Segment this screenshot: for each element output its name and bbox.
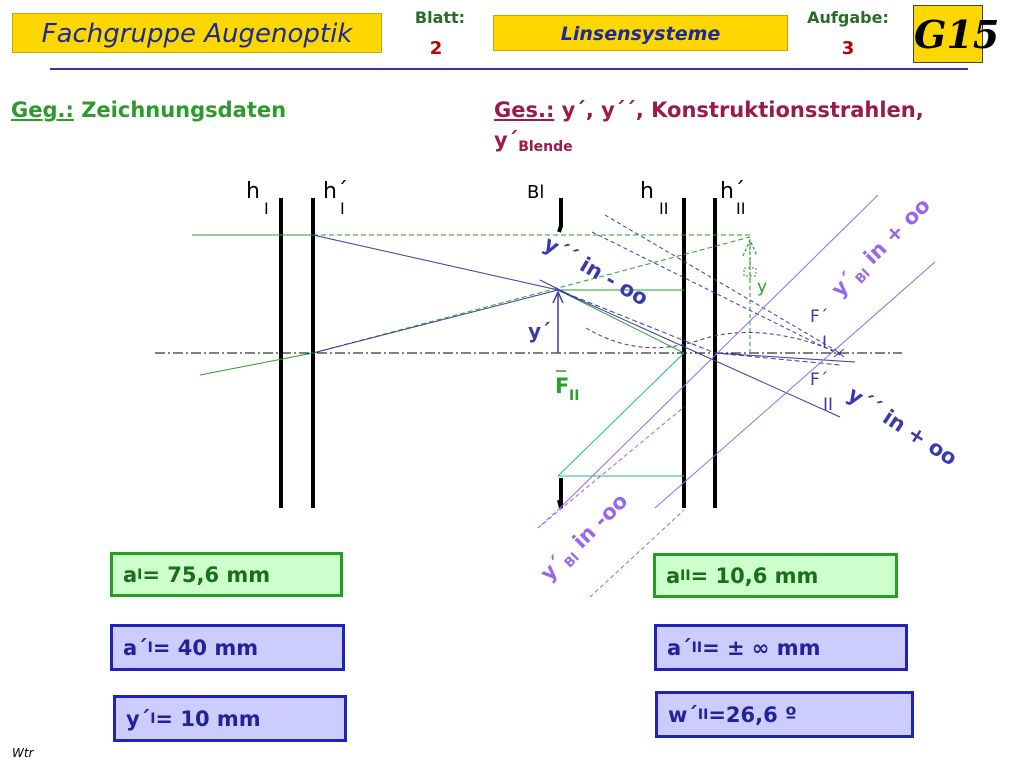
label-f-ii-prime: F´ [810,370,828,390]
label-yp-bl-in-minus: y´Bl in -oo [536,489,636,589]
aufgabe-label: Aufgabe: [807,8,889,27]
given-text: Zeichnungsdaten [81,98,287,122]
svg-text:y´Bl in + oo: y´Bl in + oo [827,193,938,304]
aufgabe-value: 3 [841,38,855,59]
blatt-value: 2 [429,38,443,59]
header-rule [50,68,968,70]
label-h-ii-prime: h´ [720,179,745,204]
sought-text: y´, y´´, Konstruktionsstrahlen, [561,98,924,122]
label-ypp-in-plus: y´´ in + oo [843,382,961,470]
label-blende: Bl [527,182,544,203]
svg-text:II: II [823,395,833,415]
box-a-i-prime: a´I = 40 mm [110,624,345,671]
aperture-top [557,198,563,233]
label-yp-bl-in-plus: y´Bl in + oo [827,193,938,304]
svg-text:y´Bl in -oo: y´Bl in -oo [536,489,636,589]
svg-text:I: I [340,199,345,218]
svg-text:I: I [822,333,827,353]
given-section: Geg.: Zeichnungsdaten [11,98,286,122]
sought-section: Ges.: y´, y´´, Konstruktionsstrahlen, y´… [494,95,924,162]
label-h-ii: h [640,179,654,204]
label-y: y [757,277,767,297]
label-h-i-prime: h´ [323,179,348,204]
svg-text:II: II [569,388,579,404]
svg-text:II: II [659,199,668,218]
label-h-i: h [246,179,260,204]
label-y-prime: y´ [528,319,551,343]
given-label: Geg.: [11,98,74,122]
label-f-i-prime: F´ [810,307,828,327]
label-ypp-in-minus: y´´ in - oo [540,232,653,311]
author-initials: Wtr [12,746,34,760]
subject-title: Linsensysteme [493,15,788,51]
svg-text:I: I [264,199,269,218]
svg-text:II: II [736,199,745,218]
box-y-i-prime: y´I = 10 mm [113,695,347,742]
app-title: Fachgruppe Augenoptik [12,13,382,53]
sought-line2: y´Blende [494,128,573,155]
blatt-label: Blatt: [414,8,466,27]
box-w-ii-prime: w´II =26,6 º [655,691,914,738]
label-f-ii: F [555,374,569,398]
sought-label: Ges.: [494,98,555,122]
aperture-bottom [557,478,563,509]
box-a-ii-prime: a´II = ± ∞ mm [654,624,908,671]
